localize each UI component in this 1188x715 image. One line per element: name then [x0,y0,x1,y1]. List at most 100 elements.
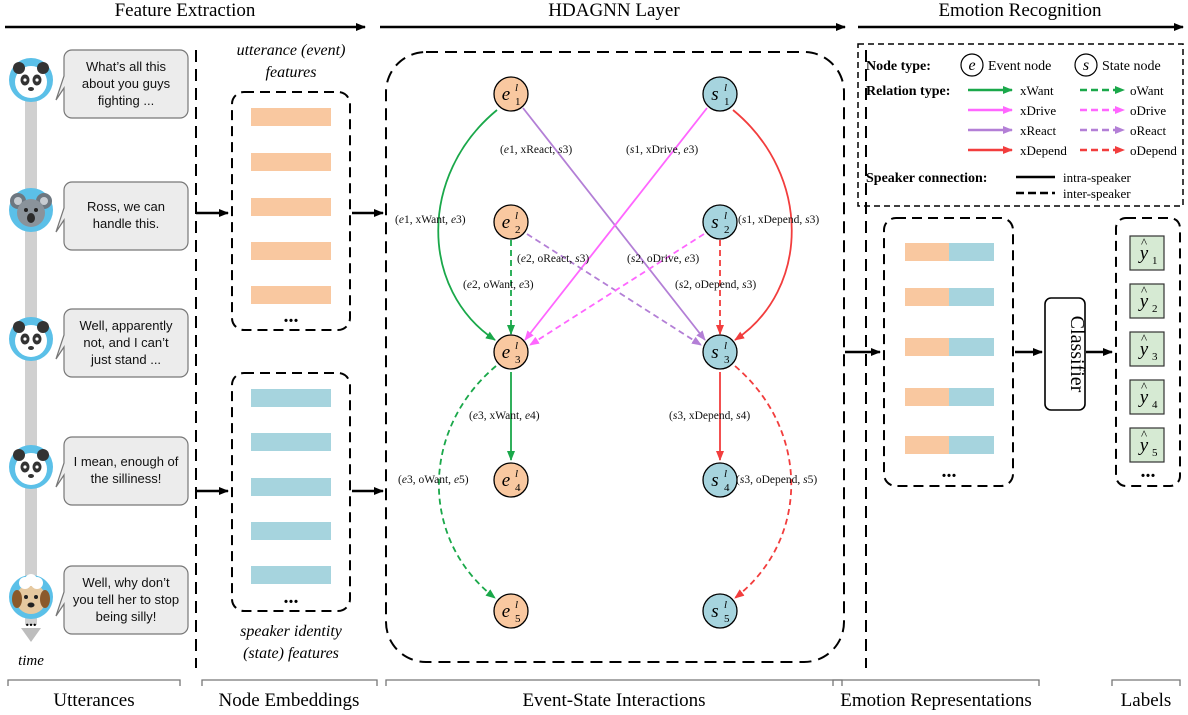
node-label-index: 4 [515,482,521,494]
node-label-index: 1 [515,96,521,108]
label-symbol: y [1138,339,1149,360]
utterance-text: Ross, we can handle this. [64,198,188,232]
utterance-line: What’s all this [86,59,166,74]
legend-state-node-symbol: s [1083,57,1089,74]
node-label: e [502,601,510,622]
label-index: 5 [1152,447,1158,459]
speaker-features-box [231,372,351,612]
label-box [1129,427,1165,463]
node-label-index: 5 [515,613,521,625]
edge-e2-oreact-s3 [526,233,702,346]
header-emotion-recognition: Emotion Recognition [938,0,1102,21]
state-node-s2 [702,204,738,240]
edge-label: (s1, xDrive, e3) [626,144,699,156]
utterance-line: I mean, enough of [73,454,179,469]
edge-s1-xdepend-s3 [732,109,793,341]
edge-e1-xwant-e3 [437,109,498,341]
utterance-features-box [231,91,351,331]
node-label-layer: l [515,468,518,480]
label-index: 1 [1152,255,1158,267]
utterance-line: handle this. [92,216,160,231]
label-box [1129,331,1165,367]
labels-box [1115,217,1181,487]
classifier-label: Classifier [1066,316,1088,393]
labels-ellipsis: ... [1141,460,1156,482]
node-label: s [711,212,718,233]
graph-edges [437,107,793,599]
node-label: s [711,342,718,363]
representations-ellipsis: ... [942,460,957,482]
label-hat: ^ [1141,331,1147,346]
legend-event-node-icon [960,53,984,77]
hdagnn-layer-box [385,51,845,663]
timeline-ellipsis: ... [25,614,37,630]
footer-utterances: Utterances [53,690,134,711]
node-label: s [711,84,718,105]
utterance-text: Well, why don’t you tell her to stop bei… [64,574,188,625]
edge-s2-odrive-e3 [529,233,705,346]
panda-avatar [9,317,53,361]
legend-state-node-text: State node [1102,59,1161,74]
legend-inter-label: oDrive [1130,103,1166,118]
node-label-layer: l [515,210,518,222]
graph-nodes [493,76,738,629]
legend-node-type-label: Node type: [866,59,931,74]
speaker-features-title: (state) features [243,645,339,662]
node-label-layer: l [724,340,727,352]
edge-label: (s1, xDepend, s3) [738,214,820,226]
utterance-line: just stand ... [90,352,162,367]
utterance-line: about you guys [81,76,171,91]
event-node-e4 [493,462,529,498]
utterance-line: the silliness! [90,471,162,486]
legend-relation-type-label: Relation type: [866,84,950,99]
legend-inter-label: oReact [1130,123,1166,138]
state-node-s3 [702,334,738,370]
speech-bubble [55,436,189,506]
label-index: 4 [1152,399,1158,411]
utterance-line: not, and I can’t [83,335,169,350]
edge-label: (s2, oDepend, s3) [675,279,757,291]
legend-state-node-icon [1074,53,1098,77]
state-node-s1 [702,76,738,112]
speech-bubble [55,565,189,635]
legend-intra-label: xWant [1020,83,1054,98]
speech-bubble [55,308,189,378]
node-label: e [502,84,510,105]
speaker-ellipsis: ... [284,586,299,608]
label-hat: ^ [1141,379,1147,394]
label-boxes: y^1y^2y^3y^4y^5 [1129,235,1165,463]
label-hat: ^ [1141,427,1147,442]
flow-arrows [196,209,1113,495]
legend-intra-label: xDrive [1020,103,1056,118]
edge-s1-xdrive-e3 [524,107,708,341]
label-hat: ^ [1141,235,1147,250]
node-label-layer: l [724,468,727,480]
classifier-block [1044,297,1086,411]
node-label-layer: l [515,82,518,94]
koala-avatar [9,188,53,232]
emotion-representations-box [883,217,1014,487]
utterance-line: Ross, we can [86,199,166,214]
edge-label: (e2, oWant, e3) [463,279,534,291]
dog-avatar [9,574,53,619]
node-label: e [502,470,510,491]
utterance-line: you tell her to stop [72,592,180,607]
state-node-s4 [702,462,738,498]
edge-label: (s3, oDepend, s5) [736,474,818,486]
node-label-layer: l [724,599,727,611]
edge-s3-odepend-s5 [734,365,793,599]
node-label-index: 5 [724,613,730,625]
legend-event-node-symbol: e [968,57,975,74]
legend-event-node-text: Event node [988,59,1051,74]
speaker-features-title: speaker identity [240,623,343,640]
legend-inter-label: oDepend [1130,143,1177,158]
edge-label: (s3, xDepend, s4) [669,410,751,422]
label-symbol: y [1138,387,1149,408]
speech-bubble [55,49,189,119]
node-label: s [711,470,718,491]
event-node-e5 [493,593,529,629]
utterance-line: Well, why don’t [82,575,170,590]
legend-intra-label: xReact [1020,123,1056,138]
utterance-features-title: features [266,64,317,81]
